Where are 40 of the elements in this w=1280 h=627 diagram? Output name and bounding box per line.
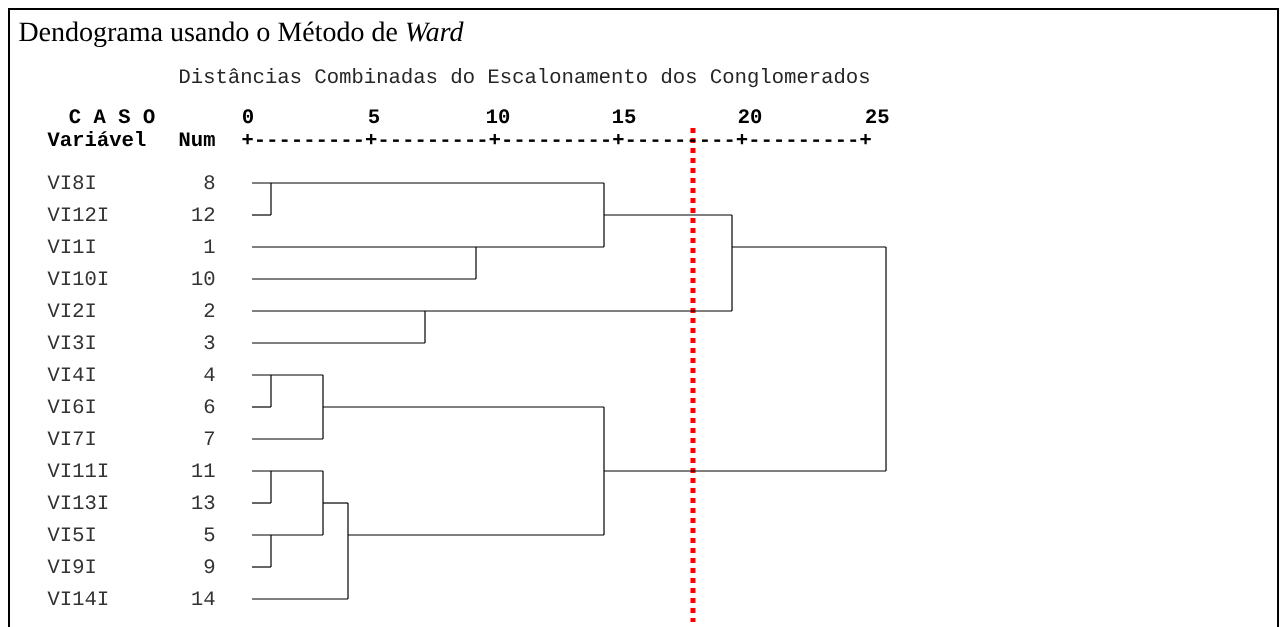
column-header: Variável: [47, 131, 146, 147]
leaf-number: 6: [204, 399, 215, 414]
axis-ruler: +---------+---------+---------+---------+---------+: [242, 133, 871, 145]
leaf-label: VI8I: [47, 175, 95, 190]
leaf-label: VI9I: [47, 559, 95, 574]
leaf-number: 13: [192, 495, 215, 510]
leaf-number: 5: [204, 527, 215, 542]
leaf-label: VI3I: [47, 335, 95, 350]
tick-label: 0: [243, 109, 253, 124]
leaf-label: VI2I: [47, 303, 95, 317]
column-header: C A S O: [69, 109, 155, 124]
leaf-label: VI13I: [47, 495, 108, 510]
leaf-number: 10: [192, 271, 215, 286]
leaf-label: VI7I: [47, 431, 95, 445]
tick-label: 10: [487, 109, 510, 124]
tick-label: 25: [866, 109, 889, 124]
leaf-label: VI5I: [47, 527, 95, 542]
leaf-number: 3: [204, 335, 215, 350]
tick-label: 5: [368, 109, 380, 124]
leaf-label: VI1I: [47, 239, 95, 253]
leaf-number: 11: [192, 463, 215, 477]
leaf-label: VI12I: [47, 207, 108, 221]
leaf-number: 9: [204, 559, 215, 574]
leaf-label: VI4I: [47, 367, 95, 381]
leaf-number: 1: [204, 239, 215, 253]
leaf-number: 2: [204, 303, 215, 317]
title: Dendograma usando o Método de Ward: [19, 21, 464, 48]
column-header: Num: [179, 132, 215, 147]
leaf-label: VI11I: [47, 463, 108, 477]
leaf-label: VI6I: [47, 399, 95, 414]
leaf-number: 7: [204, 431, 214, 445]
tick-label: 20: [738, 109, 762, 124]
leaf-number: 8: [204, 175, 215, 190]
leaf-number: 14: [192, 591, 215, 605]
leaf-label: VI10I: [47, 271, 108, 286]
leaf-label: VI14I: [47, 591, 108, 605]
tick-label: 15: [613, 109, 636, 124]
leaf-number: 4: [204, 367, 215, 381]
axis-title: Distâncias Combinadas do Escalonamento dos Conglomerados: [180, 68, 869, 88]
leaf-number: 12: [192, 207, 215, 221]
